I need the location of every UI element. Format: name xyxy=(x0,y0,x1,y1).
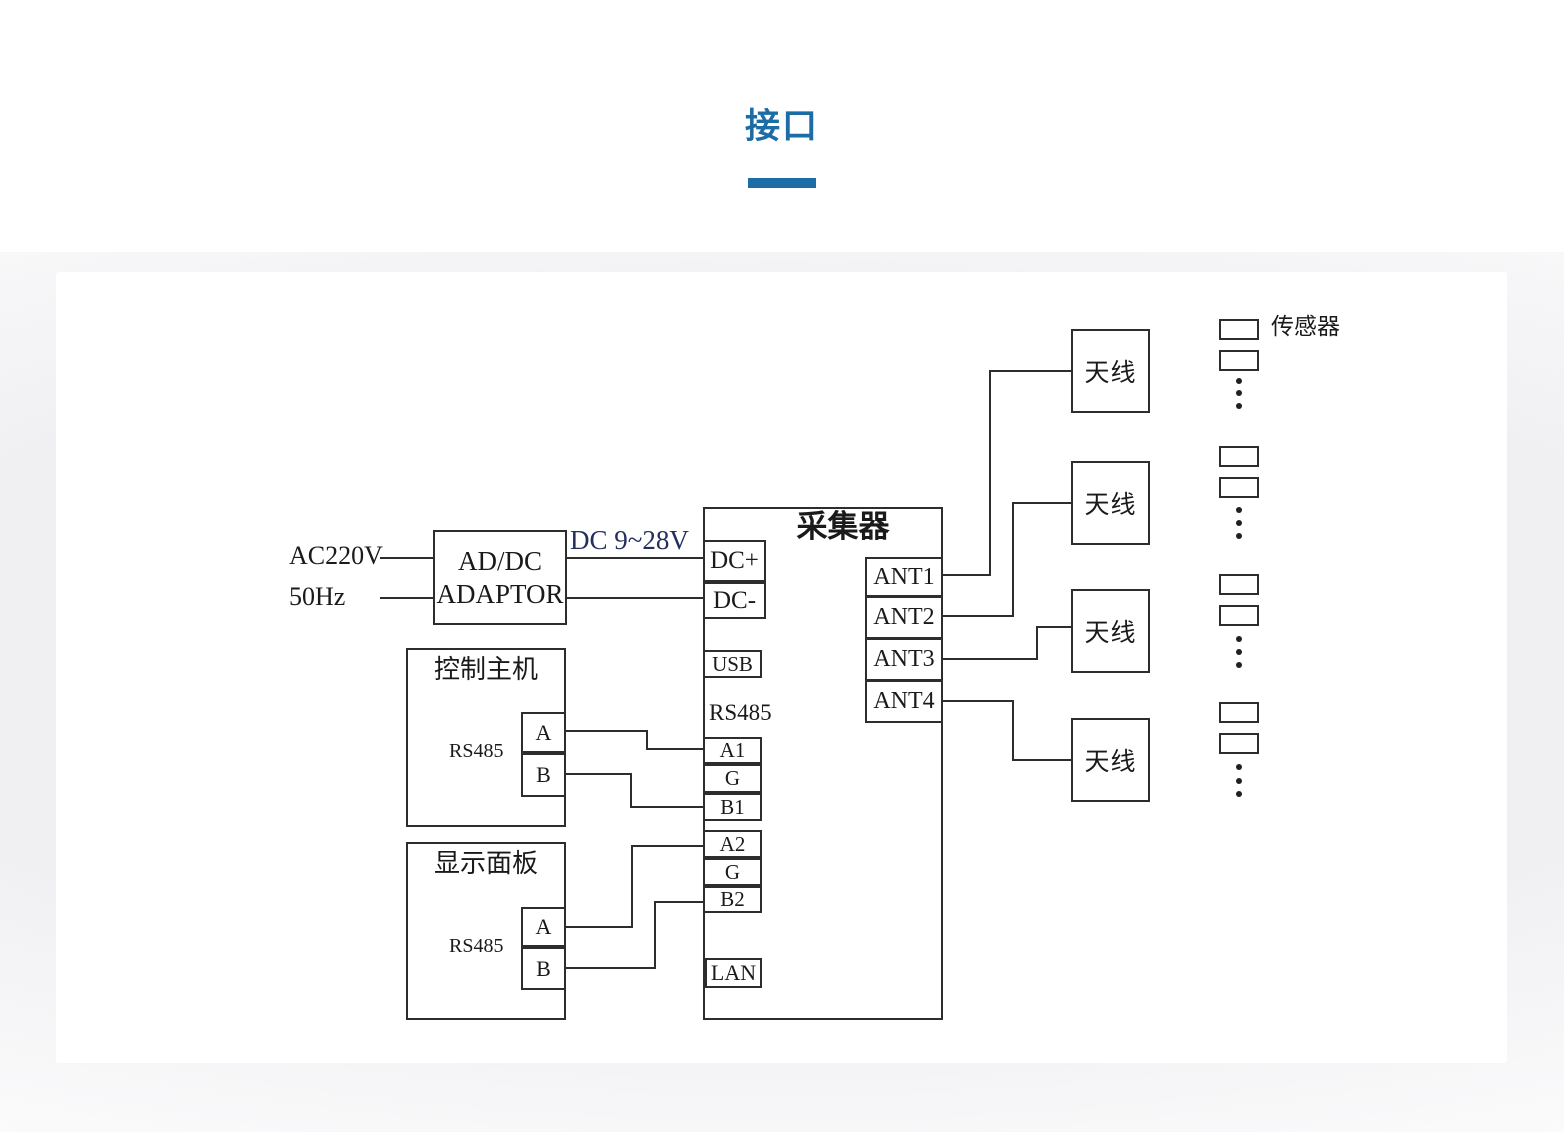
port-g2: G xyxy=(703,858,762,886)
port-b1: B1 xyxy=(703,793,762,821)
sensor-rect xyxy=(1219,477,1259,498)
ellipsis-dot xyxy=(1236,662,1242,668)
wire-ant4-antenna4 xyxy=(943,700,1071,761)
sensor-rect xyxy=(1219,574,1259,595)
port-ant1: ANT1 xyxy=(865,557,943,597)
ellipsis-dot xyxy=(1236,791,1242,797)
wire-ant1-antenna1 xyxy=(943,370,1071,576)
wire-ant2-antenna2 xyxy=(943,502,1071,617)
ellipsis-dot xyxy=(1236,520,1242,526)
port-lan: LAN xyxy=(705,958,762,988)
ellipsis-dot xyxy=(1236,764,1242,770)
antenna-box-1: 天线 xyxy=(1071,329,1150,413)
wire-panel-b-to-b2 xyxy=(566,901,703,969)
adaptor-label-line2: ADAPTOR xyxy=(436,578,564,609)
port-b2: B2 xyxy=(703,886,762,913)
frequency-label: 50Hz xyxy=(289,582,346,611)
sensor-rect xyxy=(1219,605,1259,626)
adaptor-label-line1: AD/DC xyxy=(457,546,542,577)
wire-ant3-antenna3 xyxy=(943,626,1071,660)
antenna-box-3: 天线 xyxy=(1071,589,1150,673)
sensor-label: 传感器 xyxy=(1271,314,1340,339)
ellipsis-dot xyxy=(1236,636,1242,642)
ellipsis-dot xyxy=(1236,507,1242,513)
antenna-box-2: 天线 xyxy=(1071,461,1150,545)
display-panel-port-b: B xyxy=(521,947,566,990)
ellipsis-dot xyxy=(1236,390,1242,396)
collector-title: 采集器 xyxy=(796,509,890,544)
port-a1: A1 xyxy=(703,737,762,764)
port-dc-minus: DC- xyxy=(703,582,766,619)
sensor-rect xyxy=(1219,446,1259,467)
display-panel-rs485-label: RS485 xyxy=(449,935,504,957)
control-host-port-a: A xyxy=(521,712,566,753)
dc-output-label: DC 9~28V xyxy=(570,525,689,555)
control-host-rs485-label: RS485 xyxy=(449,740,504,762)
sensor-rect xyxy=(1219,702,1259,723)
ellipsis-dot xyxy=(1236,649,1242,655)
wire-panel-a-to-a2 xyxy=(566,845,703,928)
display-panel-title: 显示面板 xyxy=(433,849,538,878)
control-host-port-b: B xyxy=(521,753,566,797)
sensor-rect xyxy=(1219,350,1259,371)
ellipsis-dot xyxy=(1236,403,1242,409)
sensor-rect xyxy=(1219,733,1259,754)
port-ant3: ANT3 xyxy=(865,638,943,681)
control-host-title: 控制主机 xyxy=(433,655,538,684)
antenna-box-4: 天线 xyxy=(1071,718,1150,802)
wire-host-b-to-b1 xyxy=(566,773,703,808)
port-ant4: ANT4 xyxy=(865,680,943,723)
title-underline xyxy=(748,178,816,188)
port-g1: G xyxy=(703,764,762,793)
adaptor-box: AD/DC ADAPTOR xyxy=(433,530,567,625)
ellipsis-dot xyxy=(1236,378,1242,384)
ac-input-label: AC220V xyxy=(289,541,383,570)
port-ant2: ANT2 xyxy=(865,596,943,639)
display-panel-port-a: A xyxy=(521,907,566,947)
port-usb: USB xyxy=(703,650,762,678)
port-dc-plus: DC+ xyxy=(703,540,766,582)
port-a2: A2 xyxy=(703,830,762,858)
ellipsis-dot xyxy=(1236,778,1242,784)
wire-host-a-to-a1 xyxy=(566,730,703,750)
collector-rs485-label: RS485 xyxy=(709,700,772,725)
sensor-rect xyxy=(1219,319,1259,340)
ellipsis-dot xyxy=(1236,533,1242,539)
page-title: 接口 xyxy=(744,107,819,146)
